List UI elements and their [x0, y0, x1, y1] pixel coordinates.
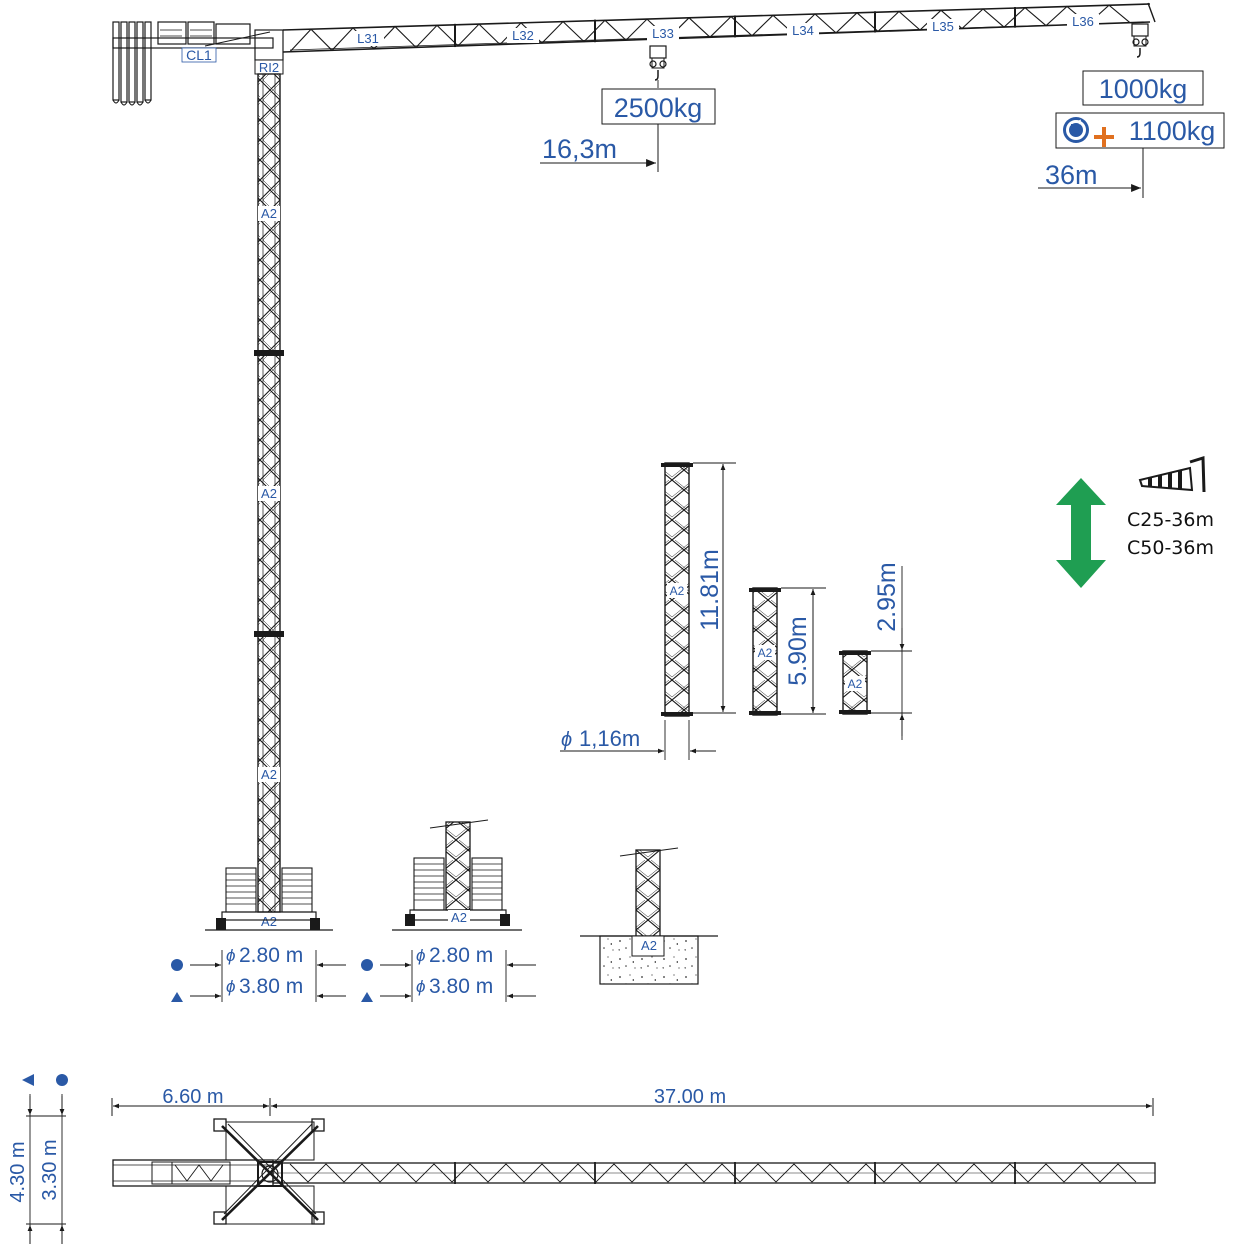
jib-section-labels: L31 L32 L33 L34 L35 L36	[352, 14, 1099, 46]
jib-section-label-l33: L33	[647, 26, 679, 41]
power-boost-icon	[1063, 117, 1089, 143]
svg-text:A2: A2	[261, 486, 277, 501]
triangle-marker-icon	[171, 992, 183, 1002]
triangle-marker-icon	[361, 992, 373, 1002]
svg-text:L31: L31	[357, 31, 379, 46]
jib-length: 37.00 m	[654, 1086, 726, 1108]
base-inner-dim: 2.80 m	[239, 944, 303, 967]
svg-text:L33: L33	[652, 26, 674, 41]
jib-truss-web	[289, 4, 1131, 53]
jib	[282, 2, 1156, 53]
plan-view: 6.60 m 37.00 m 4.3	[7, 1074, 1156, 1244]
svg-text:A2: A2	[261, 914, 277, 929]
load-mid-radius: 16,3m	[542, 134, 617, 164]
plan-width-outer: 4.30 m	[7, 1141, 29, 1202]
section-width: 1,16m	[579, 726, 640, 751]
wind-class-c25: C25-36m	[1127, 509, 1214, 531]
phi-symbol: ϕ	[416, 946, 425, 965]
phi-symbol: ϕ	[226, 977, 235, 996]
load-mid-weight: 2500kg	[614, 93, 703, 123]
svg-text:A2: A2	[261, 767, 277, 782]
phi-symbol: ϕ	[416, 977, 425, 996]
base-outer-dim: 3.80 m	[239, 975, 303, 998]
dim-section-width: ϕ 1,16m	[560, 720, 716, 760]
mast-section-label: A2	[258, 767, 280, 782]
jib-section-label-l36: L36	[1067, 14, 1099, 29]
counterweight-blocks	[112, 21, 152, 106]
section-length-5m: 5.90m	[784, 616, 812, 685]
jib-section-label-l35: L35	[927, 19, 959, 34]
svg-text:L32: L32	[512, 28, 534, 43]
circle-marker-icon	[56, 1074, 68, 1086]
base-dims-left: ϕ 2.80 m ϕ 3.80 m	[171, 944, 346, 1002]
base-variant-3: A2	[580, 847, 718, 985]
jib-section-label-l34: L34	[787, 23, 819, 38]
svg-text:L34: L34	[792, 23, 814, 38]
circle-marker-icon	[171, 959, 183, 971]
mast-section-label: A2	[258, 486, 280, 501]
mast-section-2m: A2	[839, 650, 871, 715]
tower-head: RI2	[254, 29, 284, 75]
mast-sections-detail: A2 A2 A2 11.81m 5.90m	[560, 462, 912, 760]
svg-text:L35: L35	[932, 19, 954, 34]
dim-section-2m: 2.95m	[871, 562, 912, 740]
phi-symbol: ϕ	[561, 729, 572, 751]
svg-text:A2: A2	[670, 584, 685, 598]
phi-symbol: ϕ	[226, 946, 235, 965]
dim-section-11m: 11.81m	[693, 462, 736, 714]
jib-section-label-l32: L32	[507, 28, 539, 43]
double-arrow-icon	[1056, 478, 1106, 588]
hook-block-tip	[1131, 23, 1149, 58]
counter-jib-length: 6.60 m	[162, 1086, 223, 1108]
triangle-marker-icon	[22, 1074, 34, 1086]
counter-jib-label: CL1	[186, 47, 212, 63]
hook-block-mid	[649, 45, 667, 88]
section-length-2m: 2.95m	[873, 562, 901, 631]
tower-head-label: RI2	[259, 60, 279, 75]
svg-text:A2: A2	[641, 938, 657, 953]
jib-truss	[289, 4, 1131, 53]
mast-section-11m: A2	[661, 462, 693, 717]
tower-mast: A2 A2 A2 A2	[254, 73, 284, 929]
wind-class-c50: C50-36m	[1127, 537, 1214, 559]
base-dims-middle: ϕ 2.80 m ϕ 3.80 m	[361, 944, 536, 1002]
svg-text:A2: A2	[261, 206, 277, 221]
wind-classes: C25-36m C50-36m	[1127, 509, 1214, 559]
load-tip-weight: 1000kg	[1099, 74, 1188, 104]
plus-icon	[1094, 127, 1114, 147]
load-tip-annotation: 1000kg 1100kg 36m	[1038, 70, 1225, 198]
plan-jib-truss	[273, 1162, 1155, 1184]
base-inner-dim: 2.80 m	[429, 944, 493, 967]
dim-section-5m: 5.90m	[781, 587, 826, 715]
mast-section-label: A2	[258, 914, 280, 929]
windsock-icon	[1138, 455, 1206, 493]
mast-section-5m: A2	[749, 587, 781, 716]
plan-width-inner: 3.30 m	[39, 1139, 61, 1200]
load-tip-weight-plus: 1100kg	[1129, 116, 1216, 146]
svg-text:A2: A2	[848, 677, 863, 691]
base-variant-2: A2	[392, 819, 522, 931]
jib-section-label-l31: L31	[352, 31, 384, 46]
crane-elevation: CL1 RI2 L31 L32	[112, 2, 1156, 931]
svg-text:L36: L36	[1072, 14, 1094, 29]
section-length-11m: 11.81m	[696, 549, 724, 631]
base-outer-dim: 3.80 m	[429, 975, 493, 998]
counter-jib: CL1	[112, 21, 274, 63]
load-tip-radius: 36m	[1045, 160, 1098, 190]
svg-text:A2: A2	[758, 646, 773, 660]
base-ballast	[205, 867, 333, 931]
mast-section-label: A2	[258, 206, 280, 221]
load-mid-annotation: 2500kg 16,3m	[540, 88, 716, 172]
circle-marker-icon	[361, 959, 373, 971]
svg-text:A2: A2	[451, 910, 467, 925]
